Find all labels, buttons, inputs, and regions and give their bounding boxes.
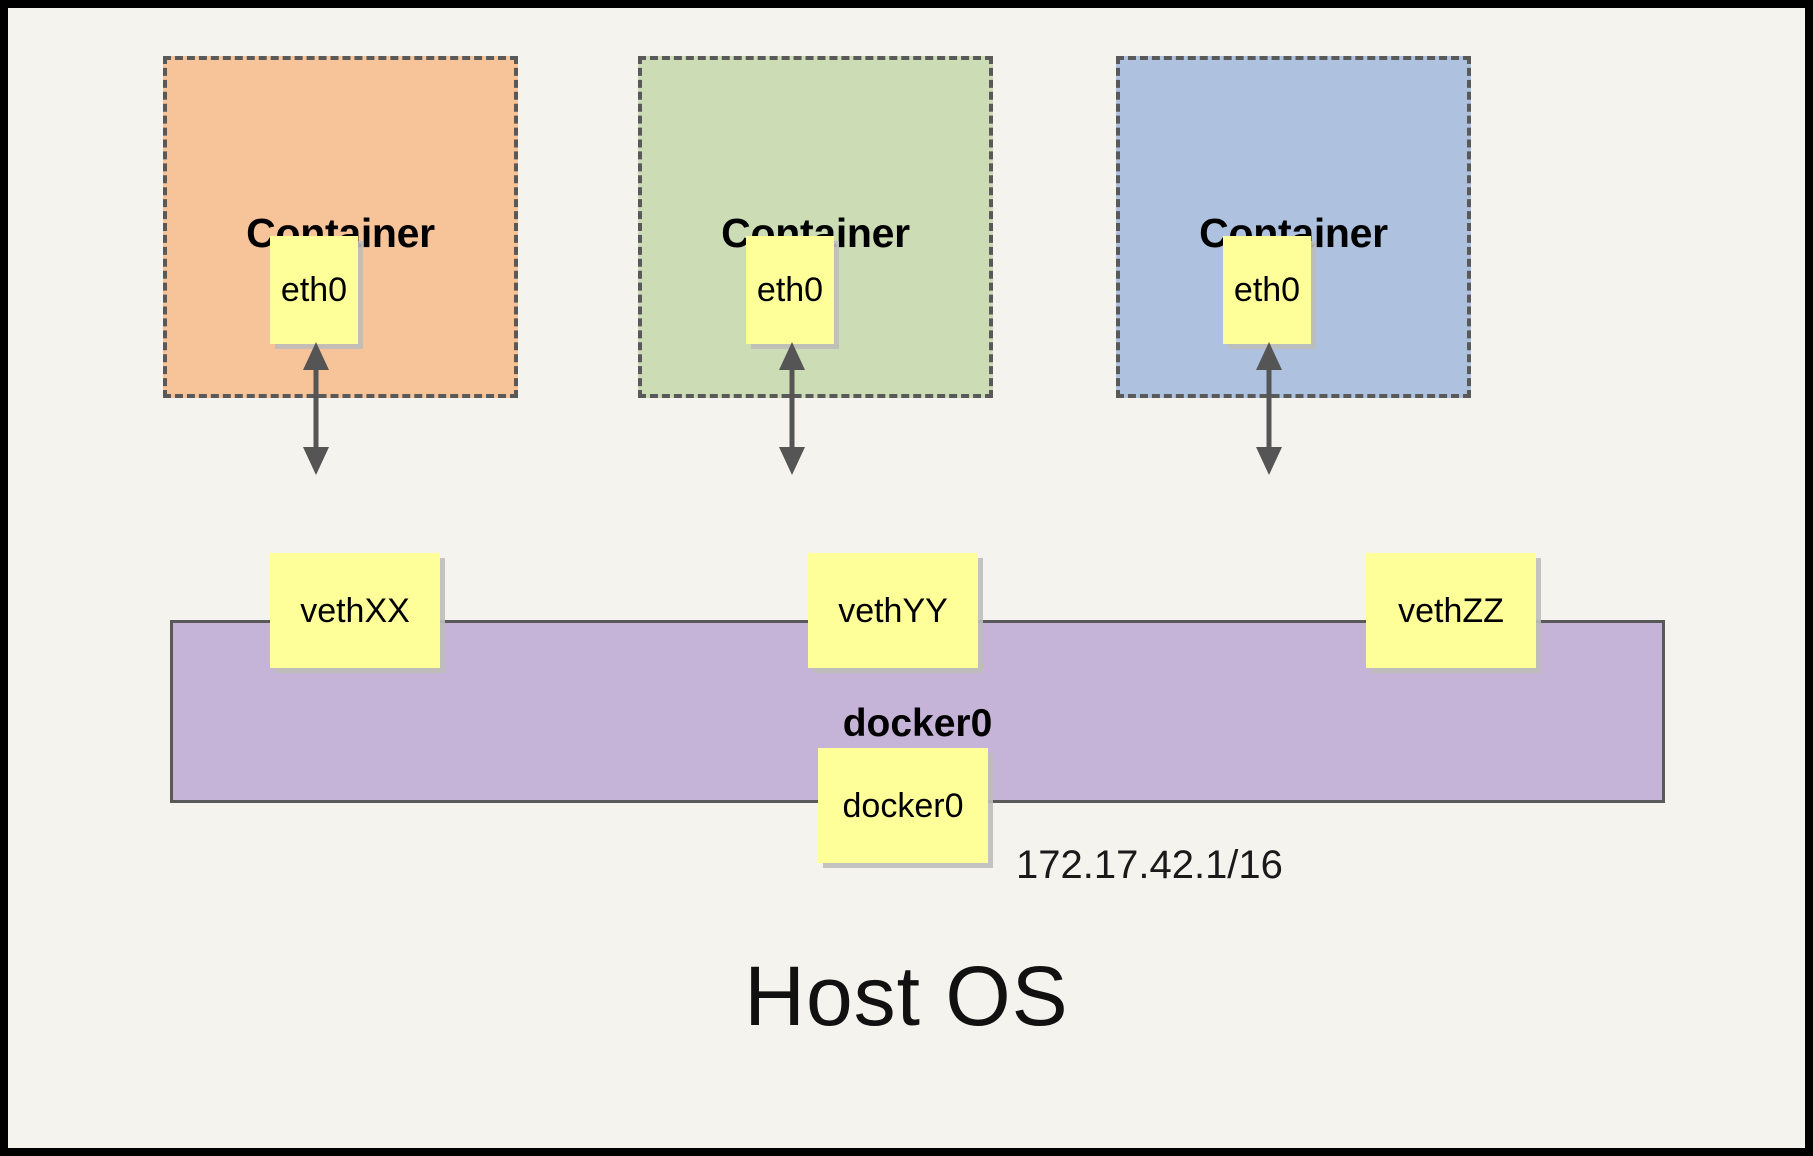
container-eth0-2: eth0 <box>746 236 834 344</box>
connector-arrow-1 <box>303 342 329 475</box>
veth-label-1: vethXX <box>300 591 410 630</box>
docker0-port-box: docker0 <box>818 748 988 863</box>
diagram-canvas: Container eth0 Container eth0 Container … <box>8 8 1805 1148</box>
veth-box-3: vethZZ <box>1366 553 1536 668</box>
container-eth0-1: eth0 <box>270 236 358 344</box>
container-eth0-label-2: eth0 <box>756 271 824 309</box>
container-eth0-label-1: eth0 <box>280 271 348 309</box>
docker0-bridge-title: docker0 <box>842 702 993 745</box>
host-os-title: Host OS <box>744 949 1069 1043</box>
veth-box-1: vethXX <box>270 553 440 668</box>
container-eth0-label-3: eth0 <box>1233 271 1301 309</box>
veth-box-2: vethYY <box>808 553 978 668</box>
veth-label-3: vethZZ <box>1398 591 1504 630</box>
container-eth0-3: eth0 <box>1223 236 1311 344</box>
docker0-port-label: docker0 <box>842 786 964 825</box>
connector-arrow-3 <box>1256 342 1282 475</box>
connector-arrow-2 <box>779 342 805 475</box>
container-box-3: Container <box>1116 56 1471 398</box>
container-box-2: Container <box>638 56 993 398</box>
container-box-1: Container <box>163 56 518 398</box>
veth-label-2: vethYY <box>838 591 948 630</box>
bridge-ip-address: 172.17.42.1/16 <box>1016 843 1283 887</box>
